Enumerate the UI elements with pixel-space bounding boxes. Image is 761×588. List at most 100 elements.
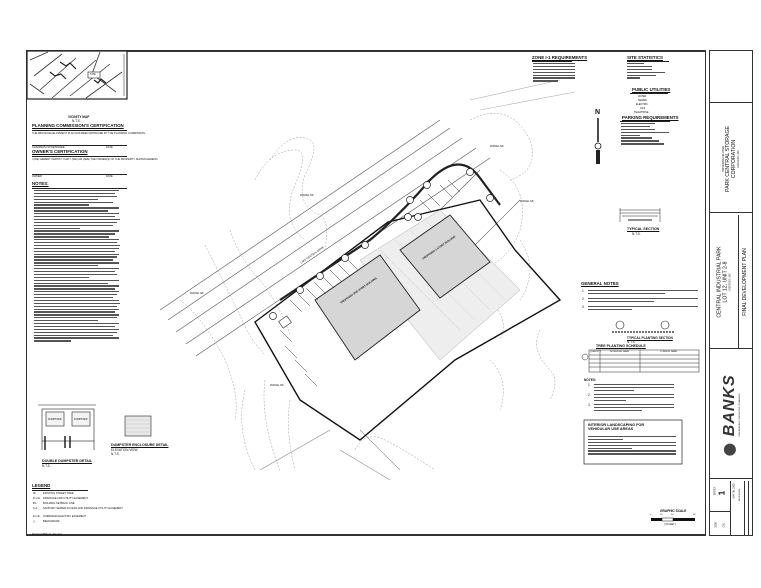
tree-col-common: COMMON NAME — [660, 351, 678, 353]
utility-sewer: SEWER — [638, 99, 647, 102]
general-note-text — [588, 298, 698, 304]
sheet-label: SHEET — [713, 486, 717, 496]
firm-name: BANKS — [720, 373, 738, 436]
north-arrow — [594, 118, 602, 164]
adjoiner-label: PARCEL N/F — [490, 145, 504, 148]
owner-address: ADDRESS LINE — [737, 149, 740, 168]
adjoiner-label: PARCEL N/F — [270, 384, 284, 387]
dumpster-pad — [278, 315, 292, 329]
general-note-text — [588, 290, 698, 296]
tree-col-quantity: QUANTITY — [590, 351, 602, 353]
graphic-scale-title: GRAPHIC SCALE — [660, 509, 687, 513]
driveway-curb — [279, 163, 501, 301]
parking-stalls — [279, 179, 461, 387]
zoning-rows — [533, 63, 575, 83]
divider — [32, 130, 127, 131]
dumpster-enclosure-title: DUMPSTER ENCLOSURE DETAIL — [111, 443, 169, 447]
tree-col-botanical: BOTANICAL NAME — [610, 351, 630, 353]
scale-tick: 0 — [650, 514, 652, 516]
owners-cert-title: OWNER'S CERTIFICATION — [32, 149, 88, 154]
divider — [710, 511, 730, 512]
legend-label: EXISTING STREET TREE — [43, 492, 74, 495]
parking-title: PARKING REQUIREMENTS — [622, 115, 679, 120]
dumpster-label-1: DUMPSTER — [48, 418, 62, 421]
legend-label: DRAINAGE AND UTILITY EASEMENT — [43, 497, 88, 500]
project-block: CENTRAL INDUSTRIAL PARK LOT 12, UNIT 2-8… — [717, 246, 732, 317]
adjoiner-label: PARCEL N/F — [190, 292, 204, 295]
revisions-label: REVISIONS — [739, 489, 741, 501]
adjoiner-label: PARCEL N/F — [520, 200, 534, 203]
planning-cert-title: PLANNING COMMISSION'S CERTIFICATION — [32, 123, 124, 128]
utility-gas: GAS — [640, 107, 646, 110]
typical-section-scale: N.T.S. — [632, 232, 641, 236]
typical-planting-section — [612, 320, 674, 333]
firm-leaf-icon — [723, 443, 736, 456]
interior-landscaping-title-2: VEHICULAR USE AREAS — [588, 427, 634, 431]
vicinity-site-tag: SITE — [90, 73, 96, 76]
scale-tick: 60 — [693, 514, 696, 516]
adjoiner-label: PARCEL N/F — [300, 194, 314, 197]
owners-date-label: DATE — [106, 175, 113, 178]
legend-label: SANITARY SEWER ACCESS AND DRAINAGE UTILI… — [43, 507, 123, 510]
divider — [32, 490, 88, 491]
general-notes-title: GENERAL NOTES — [581, 281, 619, 286]
title-block-sheet-cell: SHEET 1 2008 CML MAY 06, 2008 REVISIONS — [710, 481, 752, 535]
utility-electric: ELECTRIC — [636, 103, 648, 106]
site-stats-rows — [627, 63, 669, 80]
sheet-number: 1 — [717, 490, 727, 496]
planting-note-number: 3. — [588, 403, 591, 407]
planning-cert-body: THE ABOVE DEVELOPMENT PLAN HAS BEEN APPR… — [32, 132, 146, 135]
drawing-title-block: FINAL DEVELOPMENT PLAN — [742, 248, 748, 316]
drawn-label: CML — [722, 522, 726, 528]
notes-body — [34, 190, 126, 343]
divider — [744, 481, 745, 535]
legend-label: BENCHMARK — [43, 520, 60, 523]
interior-landscaping-rows — [588, 436, 676, 456]
dumpster-enclosure-sub: ELEVATION VIEW — [111, 448, 138, 452]
divider — [32, 188, 127, 189]
title-block-firm-cell: BANKS ENGINEERING / SURVEYING / PLANNING — [710, 351, 752, 479]
owners-sign-label: OWNER — [32, 175, 42, 178]
parking-rows — [621, 123, 669, 146]
planting-note-text — [594, 384, 674, 393]
interior-landscaping-box — [583, 419, 683, 465]
planting-notes-title: NOTES: — [584, 378, 597, 382]
footer-path: Drawing SP08_01_Site.dwg — [32, 533, 62, 536]
legend-symbol: △ — [33, 519, 36, 523]
site-stats-title: SITE STATISTICS — [627, 55, 663, 60]
dumpster-enclosure-detail — [124, 415, 152, 437]
tree-schedule-title: TREE PLANTING SCHEDULE — [596, 344, 646, 348]
divider — [32, 156, 127, 157]
planting-note-number: 2. — [588, 393, 591, 397]
planning-date-label: DATE — [106, 146, 113, 149]
date-value: MAY 06, 2008 — [732, 483, 736, 499]
firm-logo: BANKS ENGINEERING / SURVEYING / PLANNING — [720, 373, 741, 456]
planting-note-number: 1. — [588, 383, 591, 387]
notes-title: NOTES: — [32, 181, 49, 186]
general-note-number: 2. — [582, 297, 585, 301]
legend-title: LEGEND — [32, 483, 51, 488]
owners-sign-line — [32, 174, 127, 175]
title-block: OWNER/DEVELOPER PARK CENTRAL STORAGE COR… — [709, 50, 753, 536]
legend-symbol: B.L. — [33, 502, 38, 505]
owner-block: OWNER/DEVELOPER PARK CENTRAL STORAGE COR… — [722, 126, 740, 192]
legend-symbol: S.A. — [33, 507, 38, 510]
graphic-scale-bar — [651, 517, 695, 522]
owners-cert-body: I (WE) HEREBY CERTIFY THAT I (WE) AM (AR… — [32, 158, 158, 161]
building-one — [314, 254, 421, 361]
legend-symbol: E.U.E. — [33, 515, 41, 518]
typical-section-title: TYPICAL SECTION — [627, 227, 660, 231]
title-block-owner-cell: OWNER/DEVELOPER PARK CENTRAL STORAGE COR… — [710, 105, 752, 213]
vicinity-map — [26, 50, 128, 100]
legend-symbol: ⊕ — [33, 491, 36, 495]
project-address: ADDRESS LINE — [728, 272, 732, 291]
dumpster-enclosure-scale: N.T.S. — [111, 452, 120, 456]
legend-label: BUILDING SETBACK LINE — [43, 502, 75, 505]
planting-note-text — [594, 404, 674, 413]
typical-section — [619, 208, 661, 222]
typical-planting-scale: N.T.S. — [627, 340, 636, 344]
vicinity-map-caption: VICINITY MAP — [68, 115, 90, 119]
legend-symbol: D.U.E. — [33, 497, 41, 500]
dumpster-label-2: DUMPSTER — [74, 418, 88, 421]
double-dumpster-detail — [38, 404, 96, 450]
